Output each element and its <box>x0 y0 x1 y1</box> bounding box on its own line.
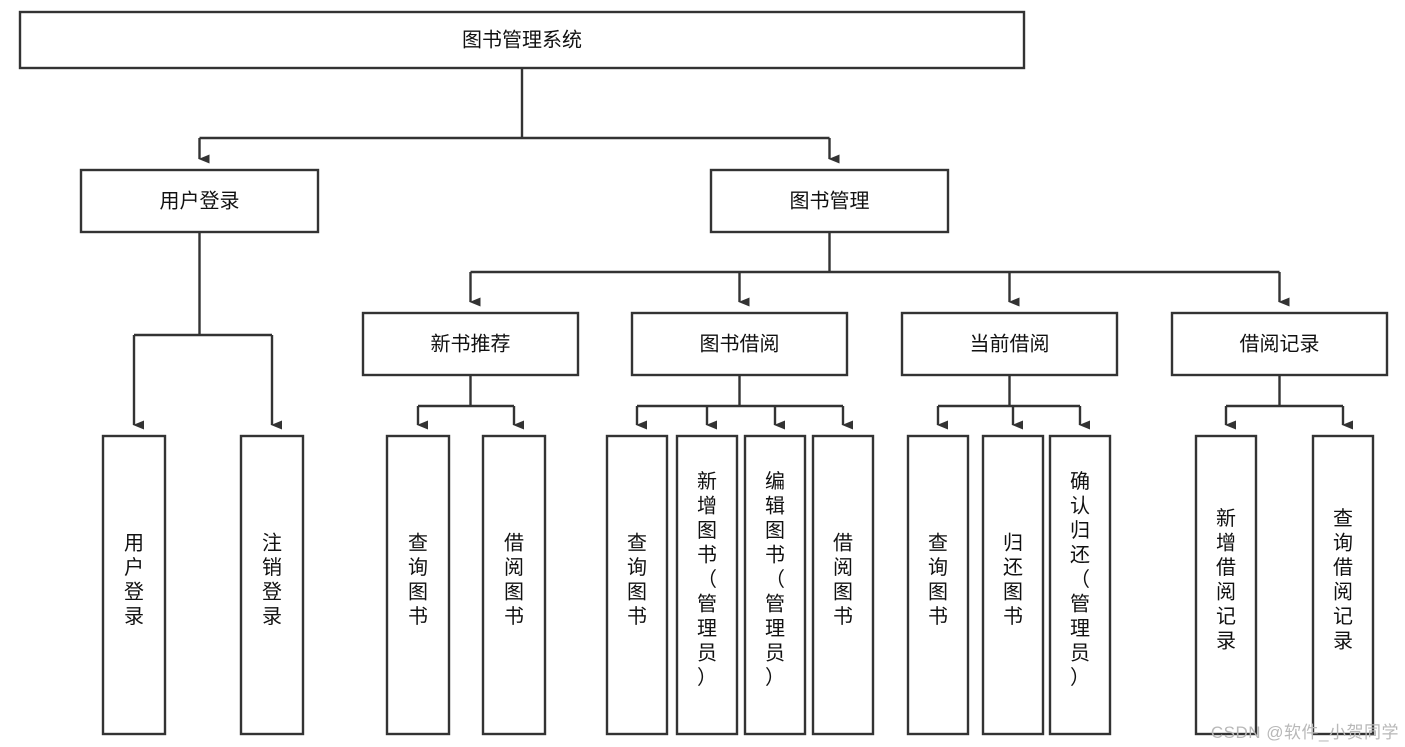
node-label: 借阅记录 <box>1240 332 1320 355</box>
node-leaf-borrow-book-rec[interactable]: 借阅图书 <box>481 434 547 736</box>
node-box[interactable] <box>101 434 167 736</box>
node-leaf-user-logout[interactable]: 注销登录 <box>239 434 305 736</box>
node-book-borrow[interactable]: 图书借阅 <box>630 311 849 377</box>
node-box[interactable] <box>605 434 669 736</box>
node-label: 查询借阅记录 <box>1333 507 1353 653</box>
node-label: 用户登录 <box>160 189 240 212</box>
connector-group-book-management <box>469 232 1290 307</box>
node-leaf-borrow-book[interactable]: 借阅图书 <box>811 434 875 736</box>
node-label: 当前借阅 <box>970 332 1050 355</box>
node-box[interactable] <box>79 168 320 234</box>
node-box[interactable] <box>481 434 547 736</box>
node-box[interactable] <box>1170 311 1389 377</box>
node-leaf-user-login[interactable]: 用户登录 <box>101 434 167 736</box>
node-user-login[interactable]: 用户登录 <box>79 168 320 234</box>
node-box[interactable] <box>709 168 950 234</box>
node-leaf-add-book-admin[interactable]: 新增图书（管理员） <box>675 434 739 736</box>
node-label: 编辑图书（管理员） <box>765 470 785 689</box>
node-box[interactable] <box>900 311 1119 377</box>
connector-group-book-borrow <box>635 375 853 430</box>
node-new-book-recommend[interactable]: 新书推荐 <box>361 311 580 377</box>
node-box[interactable] <box>743 434 807 736</box>
node-label: 查询图书 <box>928 531 948 628</box>
node-label: 新增借阅记录 <box>1216 507 1236 653</box>
node-root-root[interactable]: 图书管理系统 <box>18 10 1026 70</box>
node-box[interactable] <box>385 434 451 736</box>
node-label: 归还图书 <box>1003 531 1023 628</box>
node-label: 借阅图书 <box>833 531 853 628</box>
node-box[interactable] <box>906 434 970 736</box>
node-leaf-query-book-rec[interactable]: 查询图书 <box>385 434 451 736</box>
node-leaf-query-book-current[interactable]: 查询图书 <box>906 434 970 736</box>
watermark-text: CSDN @软件_小贺同学 <box>1210 723 1399 742</box>
connector-group-borrow-record <box>1224 375 1353 430</box>
node-box[interactable] <box>1048 434 1112 736</box>
node-label: 注销登录 <box>262 531 282 628</box>
connector-group-new-book-recommend <box>416 375 524 430</box>
connector-group-user-login <box>132 232 282 430</box>
node-label: 借阅图书 <box>504 531 524 628</box>
node-box[interactable] <box>1194 434 1258 736</box>
node-box[interactable] <box>811 434 875 736</box>
node-label: 确认归还（管理员） <box>1070 470 1090 689</box>
node-label: 图书借阅 <box>700 332 780 355</box>
node-leaf-query-book-borrow[interactable]: 查询图书 <box>605 434 669 736</box>
node-box[interactable] <box>18 10 1026 70</box>
node-leaf-add-borrow-record[interactable]: 新增借阅记录 <box>1194 434 1258 736</box>
node-box[interactable] <box>1311 434 1375 736</box>
node-label: 新书推荐 <box>431 332 511 355</box>
node-book-management[interactable]: 图书管理 <box>709 168 950 234</box>
node-box[interactable] <box>630 311 849 377</box>
node-box[interactable] <box>239 434 305 736</box>
nodes-layer: 图书管理系统用户登录图书管理新书推荐图书借阅当前借阅借阅记录用户登录注销登录查询… <box>18 10 1389 736</box>
node-leaf-edit-book-admin[interactable]: 编辑图书（管理员） <box>743 434 807 736</box>
node-current-borrow[interactable]: 当前借阅 <box>900 311 1119 377</box>
node-label: 查询图书 <box>408 531 428 628</box>
node-box[interactable] <box>361 311 580 377</box>
node-leaf-confirm-return-admin[interactable]: 确认归还（管理员） <box>1048 434 1112 736</box>
node-box[interactable] <box>675 434 739 736</box>
node-borrow-record[interactable]: 借阅记录 <box>1170 311 1389 377</box>
node-leaf-query-borrow-record[interactable]: 查询借阅记录 <box>1311 434 1375 736</box>
connectors-layer <box>132 68 1353 430</box>
node-label: 新增图书（管理员） <box>697 470 717 689</box>
node-label: 图书管理系统 <box>462 28 582 51</box>
node-box[interactable] <box>981 434 1045 736</box>
connector-group-current-borrow <box>936 375 1090 430</box>
node-label: 用户登录 <box>124 532 144 628</box>
node-label: 图书管理 <box>790 189 870 212</box>
node-leaf-return-book[interactable]: 归还图书 <box>981 434 1045 736</box>
connector-group-root <box>198 68 840 164</box>
node-label: 查询图书 <box>627 531 647 628</box>
